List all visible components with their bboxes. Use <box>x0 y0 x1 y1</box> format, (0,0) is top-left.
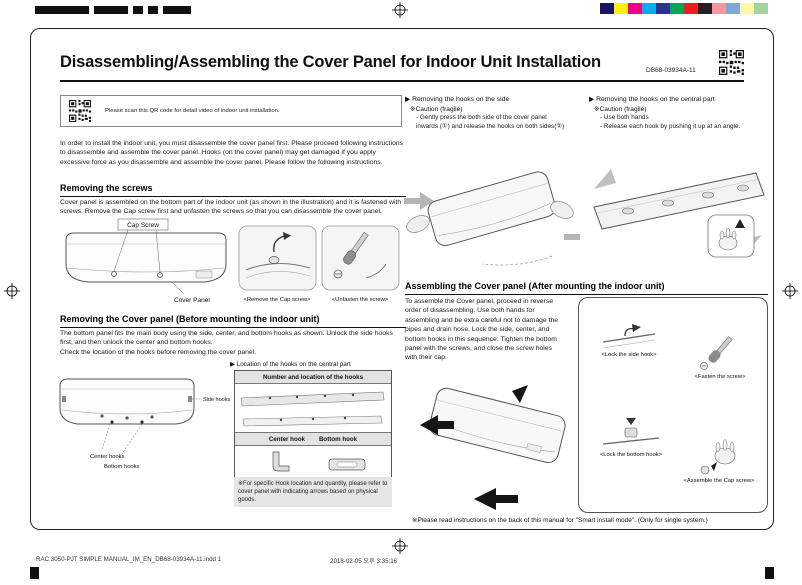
caption-remove-cap: <Remove the Cap screw> <box>243 297 311 303</box>
bottom-hook-header: Bottom hook <box>318 435 358 443</box>
removing-cover-body-2: Check the location of the hooks before r… <box>60 348 257 356</box>
central-removal-step-2: - Release each hook by pushing it up at … <box>600 123 741 130</box>
registration-crosshair-right-icon <box>782 283 798 299</box>
registration-crosshair-top-icon <box>392 2 408 18</box>
calibration-bar-segment <box>133 6 143 14</box>
hooks-location-title: ▶ Location of the hooks on the central p… <box>230 361 351 368</box>
assembly-step-fasten-screw: <Fasten the screw> <box>679 332 761 380</box>
footer-datetime: 2018-02-05 오후 3:35:16 <box>330 558 398 565</box>
grayscale-calibration-bar <box>35 6 191 14</box>
color-chip <box>670 3 684 14</box>
illustration-unit-cap-screw: Cap Screw Cover Panel <box>56 218 236 310</box>
color-chip <box>614 3 628 14</box>
section-heading-removing-screws: Removing the screws <box>60 183 406 197</box>
color-chip <box>656 3 670 14</box>
cap-screw-label: Cap Screw <box>127 222 159 229</box>
color-chip <box>754 3 768 14</box>
cover-panel-label: Cover Panel <box>174 297 210 304</box>
page-title: Disassembling/Assembling the Cover Panel… <box>60 53 601 71</box>
hooks-location-note: ※For specific Hook location and quantity… <box>234 477 392 508</box>
title-rule <box>60 80 744 82</box>
registration-crosshair-bottom-icon <box>392 538 408 554</box>
section-heading-removing-cover: Removing the Cover panel (Before mountin… <box>60 314 406 328</box>
color-chip <box>698 3 712 14</box>
center-hook-header: Center hook <box>268 435 305 443</box>
crop-mark-bottom-right <box>765 567 774 579</box>
hooks-table-header-1: Number and location of the hooks <box>235 371 391 384</box>
color-chip <box>740 3 754 14</box>
illustration-assembling-unit <box>408 365 580 513</box>
removing-cover-body: The bottom panel fits the main body usin… <box>60 329 406 357</box>
side-hooks-label: Side hooks <box>203 397 230 403</box>
hooks-row-panel-top-icon <box>240 391 385 407</box>
assembly-steps-panel: <Lock the side hook> <Fasten the screw> … <box>578 297 768 513</box>
assembling-body: To assemble the Cover panel, proceed in … <box>405 298 559 362</box>
caption-fasten-screw: <Fasten the screw> <box>694 374 746 380</box>
qr-code-icon <box>719 50 744 75</box>
qr-info-box: Please scan this QR code for detail vide… <box>60 95 402 127</box>
illustration-side-removal <box>402 148 580 274</box>
central-removal-caution: ※Caution (fragile) <box>594 106 647 113</box>
calibration-bar-segment <box>148 6 158 14</box>
color-calibration-bar <box>600 3 768 14</box>
hooks-table-header-2: Center hook Bottom hook <box>235 432 391 446</box>
caption-assemble-cap-screw: <Assemble the Cap screw> <box>683 478 755 484</box>
assembly-step-lock-side-hook: <Lock the side hook> <box>589 312 669 358</box>
caption-lock-side-hook: <Lock the side hook> <box>601 352 657 358</box>
removing-screws-body: Cover panel is assembled on the bottom p… <box>60 199 402 216</box>
hooks-row-hook-shapes-icon <box>272 451 366 472</box>
caption-unfasten: <Unfasten the screw> <box>332 297 389 303</box>
center-hooks-label: Center hooks <box>90 454 125 460</box>
registration-crosshair-left-icon <box>4 283 20 299</box>
calibration-bar-segment <box>163 6 191 14</box>
illustration-central-removal <box>588 155 768 273</box>
assembly-step-assemble-cap: <Assemble the Cap screw> <box>675 438 763 484</box>
assembly-step-lock-bottom-hook: <Lock the bottom hook> <box>589 416 673 458</box>
page-border <box>30 28 774 530</box>
smart-install-note: ※Please read instructions on the back of… <box>412 517 708 524</box>
calibration-bar-segment <box>35 6 89 14</box>
color-chip <box>628 3 642 14</box>
doc-number: DB68-03934A-11 <box>646 67 696 74</box>
color-chip <box>726 3 740 14</box>
assemble-cap-screw-icon <box>700 439 736 475</box>
central-removal-step-1: - Use both hands <box>600 114 649 121</box>
illustration-unit-hooks: Side hooks Center hooks Bottom hooks <box>52 358 234 474</box>
color-chip <box>600 3 614 14</box>
fasten-screw-icon <box>700 336 733 370</box>
intro-paragraph: In order to install the indoor unit, you… <box>60 140 404 166</box>
footer-filename: RAC 3050-PJT SIMPLE MANUAL_IM_EN_DB68-03… <box>36 556 222 563</box>
bottom-hooks-label: Bottom hooks <box>104 464 140 470</box>
illustration-screw-callouts: <Remove the Cap screw> <Unfasten the scr… <box>238 222 400 310</box>
color-chip <box>684 3 698 14</box>
central-removal-title: ▶ Removing the hooks on the central part <box>589 96 715 103</box>
crop-mark-bottom-left <box>30 567 39 579</box>
calibration-bar-segment <box>94 6 128 14</box>
hooks-row-panel-bottom-icon <box>242 415 383 427</box>
lock-side-hook-icon <box>602 324 656 349</box>
color-chip <box>642 3 656 14</box>
side-removal-step: - Gently press the both side of the cove… <box>416 114 565 130</box>
lock-bottom-hook-icon <box>602 418 660 445</box>
section-heading-assembling: Assembling the Cover panel (After mounti… <box>405 281 768 295</box>
qr-note: Please scan this QR code for detail vide… <box>105 108 280 114</box>
caption-lock-bottom-hook: <Lock the bottom hook> <box>599 452 663 458</box>
side-removal-caution: ※Caution (fragile) <box>410 106 463 113</box>
color-chip <box>712 3 726 14</box>
qr-code-icon <box>69 100 91 122</box>
hooks-location-table: Number and location of the hooks Center … <box>234 370 392 479</box>
side-removal-title: ▶ Removing the hooks on the side <box>405 96 510 103</box>
removing-cover-body-1: The bottom panel fits the main body usin… <box>60 330 393 347</box>
